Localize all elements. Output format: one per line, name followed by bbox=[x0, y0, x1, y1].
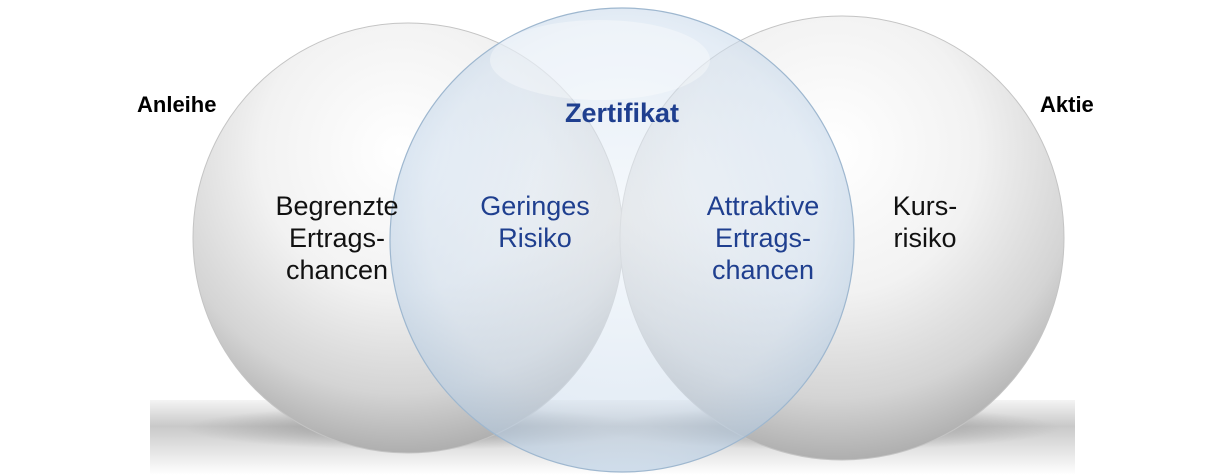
left-region-line-2: Ertrags- bbox=[288, 222, 386, 253]
center-right-overlap-text: Attraktive Ertrags- chancen bbox=[688, 191, 838, 287]
center-glass-sphere bbox=[389, 7, 855, 473]
right-set-label: Aktie bbox=[1040, 92, 1094, 117]
center-set-title: Zertifikat bbox=[565, 98, 680, 128]
right-region-line-2: risiko bbox=[893, 222, 957, 253]
center-left-line-2: Risiko bbox=[498, 222, 572, 253]
center-right-line-2: Ertrags- bbox=[714, 222, 812, 253]
center-right-line-1: Attraktive bbox=[706, 191, 820, 221]
left-set-label: Anleihe bbox=[137, 92, 217, 117]
glass-highlight bbox=[490, 20, 710, 100]
center-right-line-3: chancen bbox=[711, 254, 815, 285]
right-region-text: Kurs- risiko bbox=[860, 191, 990, 255]
center-left-line-1: Geringes bbox=[480, 191, 590, 221]
left-region-line-1: Begrenzte bbox=[275, 191, 399, 221]
left-region-line-3: chancen bbox=[285, 254, 389, 285]
right-region-line-1: Kurs- bbox=[892, 191, 958, 221]
left-region-text: Begrenzte Ertrags- chancen bbox=[262, 191, 412, 287]
center-left-overlap-text: Geringes Risiko bbox=[460, 191, 610, 255]
